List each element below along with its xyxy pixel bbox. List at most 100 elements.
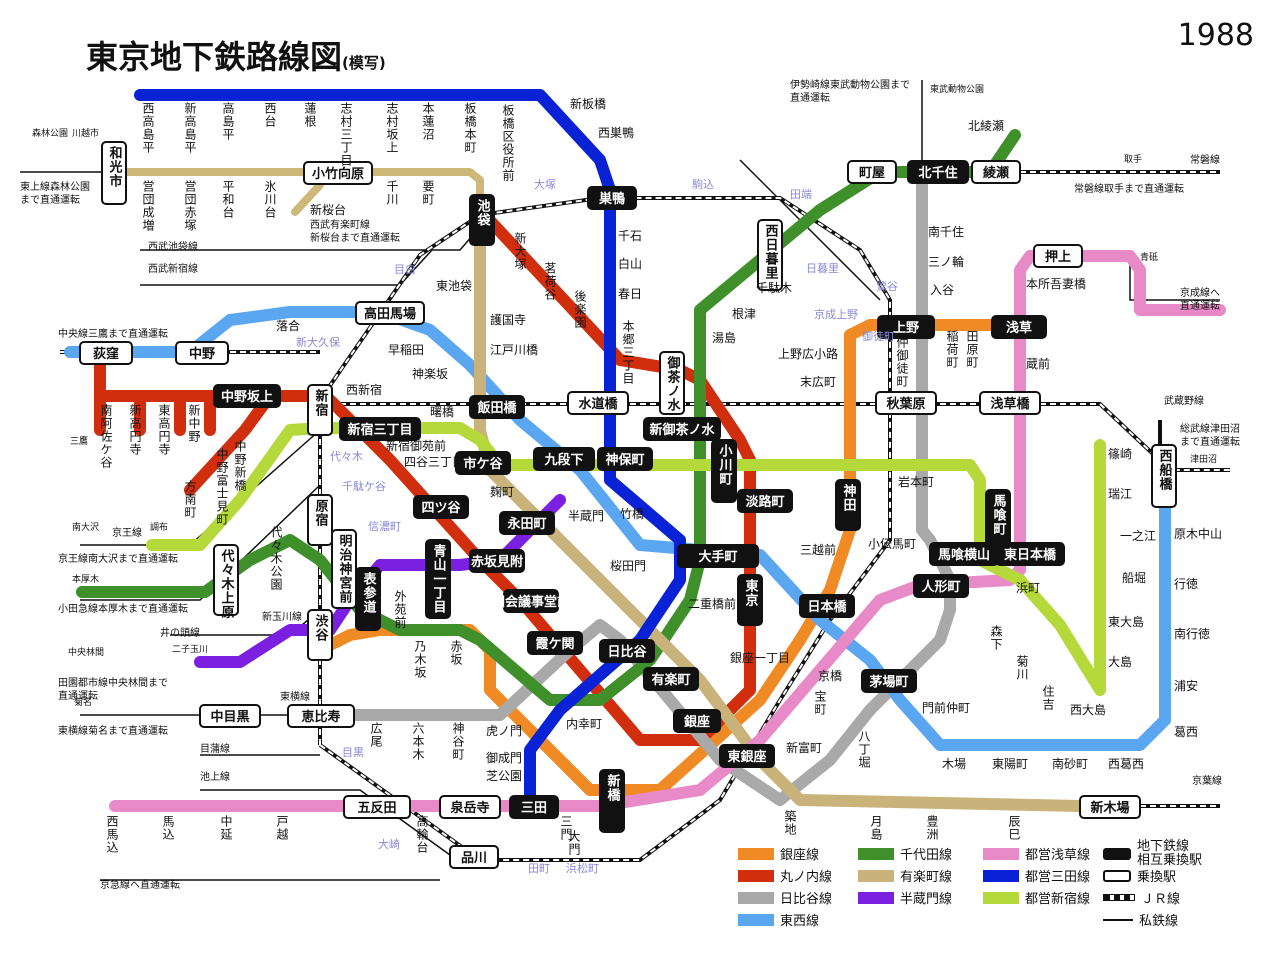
station-box-black[interactable]: 九段下 bbox=[533, 447, 595, 471]
station-box-text: 泉岳寺 bbox=[450, 800, 489, 816]
jr-station-label: 千駄ケ谷 bbox=[342, 479, 386, 493]
station-box-rect bbox=[439, 795, 501, 819]
station-label: 春日 bbox=[618, 287, 642, 301]
station-box-black[interactable]: 青山一丁目 bbox=[425, 539, 451, 619]
station-box-white[interactable]: 水道橋 bbox=[567, 391, 629, 415]
station-box-black[interactable]: 有楽町 bbox=[643, 667, 699, 691]
station-box-text: 飯田橋 bbox=[476, 400, 517, 416]
route-note: 池上線 bbox=[200, 770, 230, 783]
station-box-white[interactable]: 西船橋 bbox=[1151, 444, 1177, 508]
station-box-black[interactable]: 小川町 bbox=[711, 439, 737, 503]
station-label-vertical: 茗荷谷 bbox=[543, 262, 557, 301]
station-box-white[interactable]: 荻窪 bbox=[79, 341, 133, 365]
station-box-black[interactable]: 霞ケ関 bbox=[527, 631, 583, 655]
station-box-black[interactable]: 東京 bbox=[737, 574, 763, 626]
station-box-rect bbox=[355, 301, 425, 325]
station-label-vertical: 六本木 bbox=[411, 722, 425, 761]
station-label-vertical: 菊川 bbox=[1015, 655, 1029, 681]
station-box-black[interactable]: 赤坂見附 bbox=[469, 549, 525, 573]
station-box-black[interactable]: 新橋 bbox=[599, 769, 625, 833]
station-box-text: 水道橋 bbox=[578, 396, 618, 412]
station-label: 大島 bbox=[1108, 654, 1132, 669]
station-box-white[interactable]: 原宿 bbox=[307, 494, 333, 546]
station-box-text: 原宿 bbox=[313, 499, 329, 527]
route-note: 西武新宿線 bbox=[148, 262, 198, 275]
station-box-black[interactable]: 茅場町 bbox=[861, 669, 917, 693]
station-box-black[interactable]: 日比谷 bbox=[599, 639, 655, 663]
station-box-black[interactable]: 池袋 bbox=[469, 194, 495, 246]
station-box-white[interactable]: 小竹向原 bbox=[303, 161, 373, 185]
station-box-white[interactable]: 代々木上原 bbox=[213, 544, 239, 619]
station-box-black[interactable]: 馬喰町 bbox=[985, 489, 1011, 553]
station-box-black[interactable]: 三田 bbox=[509, 795, 559, 819]
station-box-text: 青山一丁目 bbox=[431, 543, 447, 614]
station-box-black[interactable]: 上野 bbox=[877, 315, 935, 339]
station-box-black[interactable]: 新宿三丁目 bbox=[339, 417, 421, 441]
station-box-white[interactable]: 品川 bbox=[449, 845, 499, 869]
station-box-black[interactable]: 永田町 bbox=[499, 511, 555, 535]
station-box-text: 渋谷 bbox=[313, 613, 329, 642]
legend-transfer-white: 乗換駅 bbox=[1103, 866, 1176, 885]
station-box-white[interactable]: 高田馬場 bbox=[355, 301, 425, 325]
station-box-white[interactable]: 泉岳寺 bbox=[439, 795, 501, 819]
station-box-rect bbox=[711, 439, 737, 503]
station-box-white[interactable]: 渋谷 bbox=[307, 609, 333, 661]
station-box-black[interactable]: 大手町 bbox=[677, 544, 759, 568]
station-box-black[interactable]: 中野坂上 bbox=[213, 384, 281, 408]
station-box-text: 東銀座 bbox=[727, 749, 766, 765]
terminal-label: 三鷹 bbox=[70, 435, 88, 447]
station-box-white[interactable]: 秋葉原 bbox=[875, 391, 937, 415]
route-note: 新桜台まで直通運転 bbox=[310, 231, 400, 244]
ikegami-line bbox=[200, 789, 451, 856]
station-box-black[interactable]: 人形町 bbox=[913, 574, 969, 598]
route-note: 京葉線 bbox=[1192, 774, 1222, 787]
station-box-rect bbox=[757, 219, 783, 291]
station-box-rect bbox=[199, 704, 261, 728]
station-box-white[interactable]: 中野 bbox=[175, 341, 229, 365]
station-box-black[interactable]: 巣鴨 bbox=[587, 186, 637, 210]
station-box-black[interactable]: 国会議事堂前 bbox=[492, 589, 570, 613]
station-box-white[interactable]: 明治神宮前 bbox=[331, 529, 357, 609]
station-box-white[interactable]: 新宿 bbox=[307, 384, 333, 436]
station-box-black[interactable]: 飯田橋 bbox=[469, 395, 525, 419]
station-label-vertical: 南阿佐ケ谷 bbox=[99, 403, 113, 469]
station-box-white[interactable]: 中目黒 bbox=[199, 704, 261, 728]
station-label: 千駄木 bbox=[756, 280, 792, 295]
legend-yurakucho-swatch bbox=[858, 869, 894, 882]
jr-station-label: 田町 bbox=[528, 862, 550, 875]
station-box-white[interactable]: 和光市 bbox=[101, 141, 127, 205]
station-label-vertical: 板橋本町 bbox=[463, 102, 477, 154]
station-box-rect bbox=[503, 589, 559, 613]
station-box-black[interactable]: 神田 bbox=[835, 479, 861, 531]
station-label-vertical: 田原町 bbox=[965, 330, 979, 369]
station-label: 西巣鴨 bbox=[598, 126, 634, 140]
station-box-white[interactable]: 五反田 bbox=[343, 795, 411, 819]
station-box-black[interactable]: 浅草 bbox=[991, 315, 1047, 339]
station-box-white[interactable]: 浅草橋 bbox=[979, 391, 1041, 415]
station-box-black[interactable]: 淡路町 bbox=[737, 489, 793, 513]
station-box-white[interactable]: 押上 bbox=[1033, 244, 1083, 268]
station-box-black[interactable]: 新御茶ノ水 bbox=[643, 417, 721, 441]
station-box-black[interactable]: 北千住 bbox=[907, 160, 969, 184]
station-box-black[interactable]: 市ケ谷 bbox=[455, 451, 511, 475]
yamanote-line bbox=[318, 196, 892, 862]
station-box-black[interactable]: 東銀座 bbox=[719, 744, 775, 768]
station-box-text: 霞ケ関 bbox=[535, 637, 574, 652]
terminal-label: 川越市 bbox=[72, 127, 99, 139]
station-box-white[interactable]: 新木場 bbox=[1079, 795, 1141, 819]
station-box-white[interactable]: 西日暮里 bbox=[757, 219, 783, 291]
station-box-black[interactable]: 四ツ谷 bbox=[413, 495, 469, 519]
station-box-black[interactable]: 神保町 bbox=[597, 447, 653, 471]
station-box-white[interactable]: 綾瀬 bbox=[971, 160, 1021, 184]
station-box-black[interactable]: 日本橋 bbox=[799, 594, 855, 618]
station-labels: 西高島平新高島平高島平西台蓮根志村三丁目志村坂上本蓮沼板橋本町板橋区役所前営団成… bbox=[20, 78, 1240, 891]
station-box-white[interactable]: 御茶ノ水 bbox=[659, 351, 685, 415]
station-box-rect bbox=[307, 494, 333, 546]
station-box-black[interactable]: 銀座 bbox=[673, 709, 721, 733]
station-box-black[interactable]: 馬喰横山 bbox=[929, 542, 999, 566]
station-box-black[interactable]: 表参道 bbox=[355, 567, 381, 631]
station-box-white[interactable]: 恵比寿 bbox=[287, 704, 355, 728]
station-box-rect bbox=[907, 160, 969, 184]
station-box-white[interactable]: 町屋 bbox=[847, 160, 897, 184]
station-box-black[interactable]: 東日本橋 bbox=[995, 542, 1065, 566]
